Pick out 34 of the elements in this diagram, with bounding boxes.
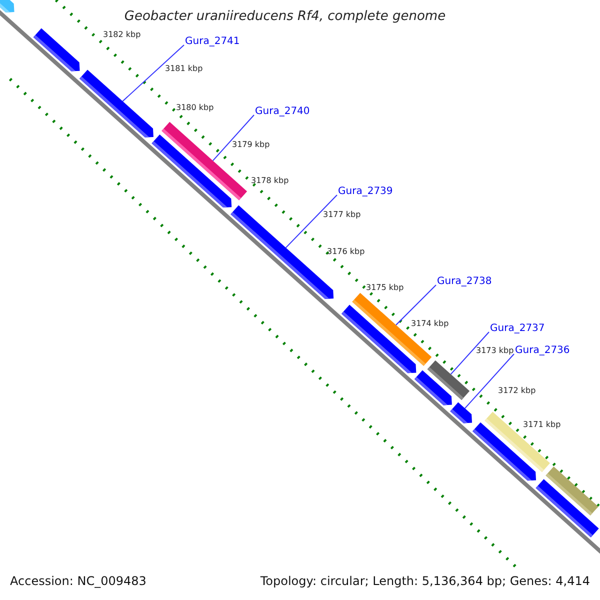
- gene-feature: [33, 28, 80, 72]
- leader-line: [396, 284, 436, 326]
- diagram-title: Geobacter uraniireducens Rf4, complete genome: [123, 9, 447, 24]
- gene-feature: [152, 134, 232, 208]
- scale-label: 3176 kbp: [327, 247, 365, 256]
- scale-label: 3172 kbp: [498, 386, 536, 395]
- scale-label: 3177 kbp: [323, 210, 361, 219]
- leader-line: [464, 354, 514, 409]
- gene-label: Gura_2736: [515, 345, 570, 356]
- leader-line: [285, 194, 338, 248]
- gene-label: Gura_2741: [185, 36, 240, 47]
- scale-label: 3171 kbp: [523, 420, 561, 429]
- scale-label: 3175 kbp: [366, 283, 404, 292]
- scale-label: 3181 kbp: [165, 64, 203, 73]
- gene-label: Gura_2739: [338, 186, 393, 197]
- gene-label: Gura_2737: [490, 323, 545, 334]
- leader-line: [450, 332, 490, 375]
- gene-feature: [80, 70, 154, 138]
- gene-feature: [450, 402, 472, 424]
- gene-feature: [427, 360, 470, 400]
- leader-line: [122, 44, 184, 102]
- accession-text: Accession: NC_009483: [10, 574, 146, 588]
- scale-label: 3174 kbp: [411, 319, 449, 328]
- gene-label: Gura_2740: [255, 106, 310, 117]
- scale-label: 3179 kbp: [232, 140, 270, 149]
- scale-label: 3182 kbp: [103, 30, 141, 39]
- scale-label: 3173 kbp: [476, 346, 514, 355]
- gene-label: Gura_2738: [437, 276, 492, 287]
- gene-feature: [536, 479, 599, 538]
- gene-feature: [0, 0, 14, 13]
- scale-label: 3180 kbp: [176, 103, 214, 112]
- leader-line: [212, 114, 254, 162]
- topology-text: Topology: circular; Length: 5,136,364 bp; Genes: 4,414: [260, 574, 590, 588]
- scale-label: 3178 kbp: [251, 176, 289, 185]
